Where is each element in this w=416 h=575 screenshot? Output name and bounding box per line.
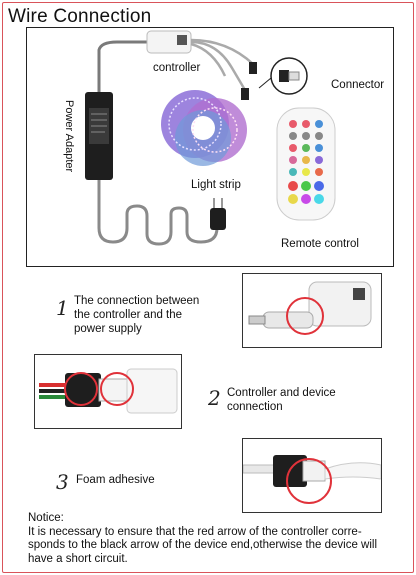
- wiring-illustration: [27, 28, 394, 267]
- step-3-text: Foam adhesive: [76, 473, 155, 487]
- step-1-number: 1: [56, 296, 69, 320]
- step-2-line-1: Controller and device: [227, 386, 336, 400]
- step-2-line-2: connection: [227, 400, 336, 414]
- controller-device-photo: [34, 354, 182, 429]
- notice-heading: Notice:: [28, 512, 394, 526]
- notice-block: Notice: It is necessary to ensure that t…: [28, 512, 394, 566]
- step-1-line-1: The connection between: [74, 294, 199, 308]
- remote-control-label: Remote control: [281, 238, 359, 250]
- plug-shape: [210, 208, 226, 230]
- step-3-line-1: Foam adhesive: [76, 473, 155, 487]
- step-1-text: The connection between the controller an…: [74, 294, 199, 336]
- notice-line-3: have a short circuit.: [28, 553, 394, 567]
- step-3-number: 3: [56, 470, 69, 494]
- foam-adhesive-photo: [242, 438, 382, 513]
- wiring-diagram: controller Connector Light strip Remote …: [26, 27, 394, 267]
- step-1-line-3: power supply: [74, 322, 199, 336]
- page-title: Wire Connection: [8, 6, 151, 28]
- step-2-text: Controller and device connection: [227, 386, 336, 414]
- step-2-number: 2: [208, 386, 221, 410]
- controller-label: controller: [153, 62, 200, 74]
- connector-label: Connector: [331, 79, 384, 91]
- power-adapter-label: Power Adapter: [63, 100, 75, 172]
- controller-power-photo: [242, 273, 382, 348]
- notice-line-2: sponds to the black arrow of the device …: [28, 539, 394, 553]
- step-1-line-2: the controller and the: [74, 308, 199, 322]
- light-strip-label: Light strip: [191, 179, 241, 191]
- notice-line-1: It is necessary to ensure that the red a…: [28, 526, 394, 540]
